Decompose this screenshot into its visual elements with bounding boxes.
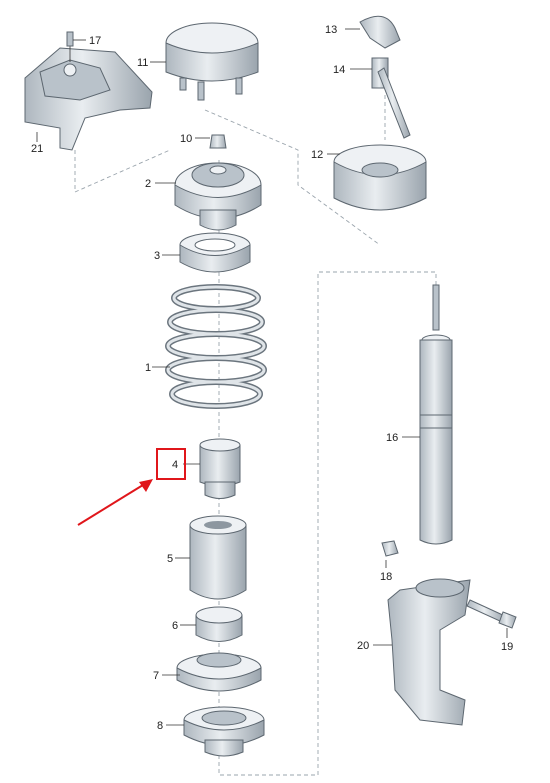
callout-6: 6: [172, 620, 178, 632]
callout-18: 19: [501, 641, 513, 653]
callout-7: 7: [153, 670, 159, 682]
leader-lines: [36, 28, 508, 726]
part-10-nut: [209, 134, 227, 149]
callout-12: 12: [311, 149, 323, 161]
callout-1: 1: [145, 362, 151, 374]
callout-17: 18: [380, 571, 392, 583]
part-13-cap: [359, 15, 401, 49]
callout-4: 4: [172, 459, 178, 471]
part-11-cap: [165, 22, 259, 101]
callout-5: 5: [167, 553, 173, 565]
highlight-box: [156, 448, 186, 480]
callout-19: 17: [89, 35, 101, 47]
highlight-arrowhead: [139, 479, 153, 492]
part-16-shock-absorber: [419, 284, 453, 545]
part-20-knuckle: [387, 578, 471, 726]
callout-20: 20: [357, 640, 369, 652]
callout-14: 14: [333, 64, 345, 76]
part-3-spring-seat: [179, 232, 251, 273]
callout-13: 13: [325, 24, 337, 36]
part-4-bump-stop: [199, 438, 241, 499]
callout-2: 2: [145, 178, 151, 190]
part-8-isolator: [183, 706, 265, 757]
callout-8: 8: [157, 720, 163, 732]
callout-21: 21: [31, 143, 43, 155]
part-12-upper-isolator: [333, 144, 427, 211]
part-2-top-mount: [174, 162, 262, 231]
part-5-sleeve: [189, 515, 247, 600]
part-17-nut: [381, 540, 399, 557]
part-6-spacer: [195, 606, 243, 642]
part-21-strut-mount: [24, 31, 153, 151]
part-14-tool: [371, 57, 411, 139]
callout-10: 10: [180, 133, 192, 145]
callout-11: 11: [137, 57, 148, 69]
part-1-coil-spring-highlight: [166, 285, 266, 408]
callout-3: 3: [154, 250, 160, 262]
callout-16: 16: [386, 432, 398, 444]
part-18-bolt: [466, 599, 517, 629]
part-7-lower-seat: [176, 652, 262, 692]
highlight-arrow: [77, 484, 144, 526]
